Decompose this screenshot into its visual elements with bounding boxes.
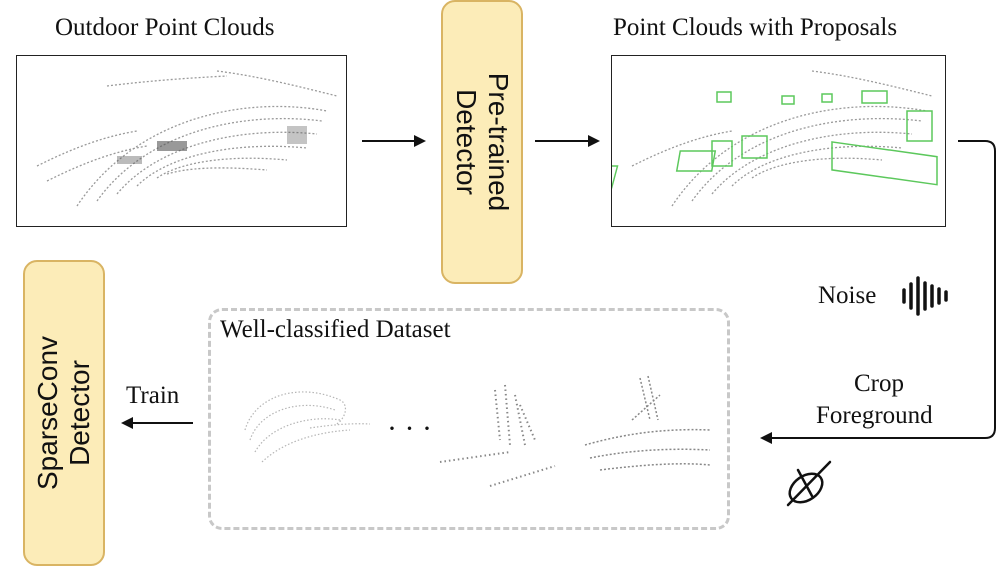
point-clouds-with-proposals-title: Point Clouds with Proposals xyxy=(613,14,898,41)
sparseconv-detector-box: SparseConv Detector xyxy=(23,260,105,566)
pretrained-label-line2: Detector xyxy=(451,89,482,195)
pretrained-detector-box: Pre-trained Detector xyxy=(441,0,523,284)
outdoor-point-cloud-panel xyxy=(16,55,347,227)
noise-label: Noise xyxy=(818,282,877,309)
well-classified-dataset-box xyxy=(208,308,730,530)
outdoor-point-clouds-title: Outdoor Point Clouds xyxy=(55,14,275,41)
proposals-point-cloud-image xyxy=(612,70,938,207)
train-label: Train xyxy=(126,382,180,409)
crop-label: Crop xyxy=(854,370,904,397)
sparseconv-label-line1: SparseConv xyxy=(32,335,63,491)
pretrained-label-line1: Pre-trained xyxy=(483,72,514,212)
dataset-title: Well-classified Dataset xyxy=(220,316,451,343)
sparseconv-label-line2: Detector xyxy=(64,360,95,466)
foreground-label: Foreground xyxy=(816,402,933,429)
outdoor-point-cloud-image xyxy=(36,70,338,207)
proposals-point-cloud-panel xyxy=(611,55,946,227)
